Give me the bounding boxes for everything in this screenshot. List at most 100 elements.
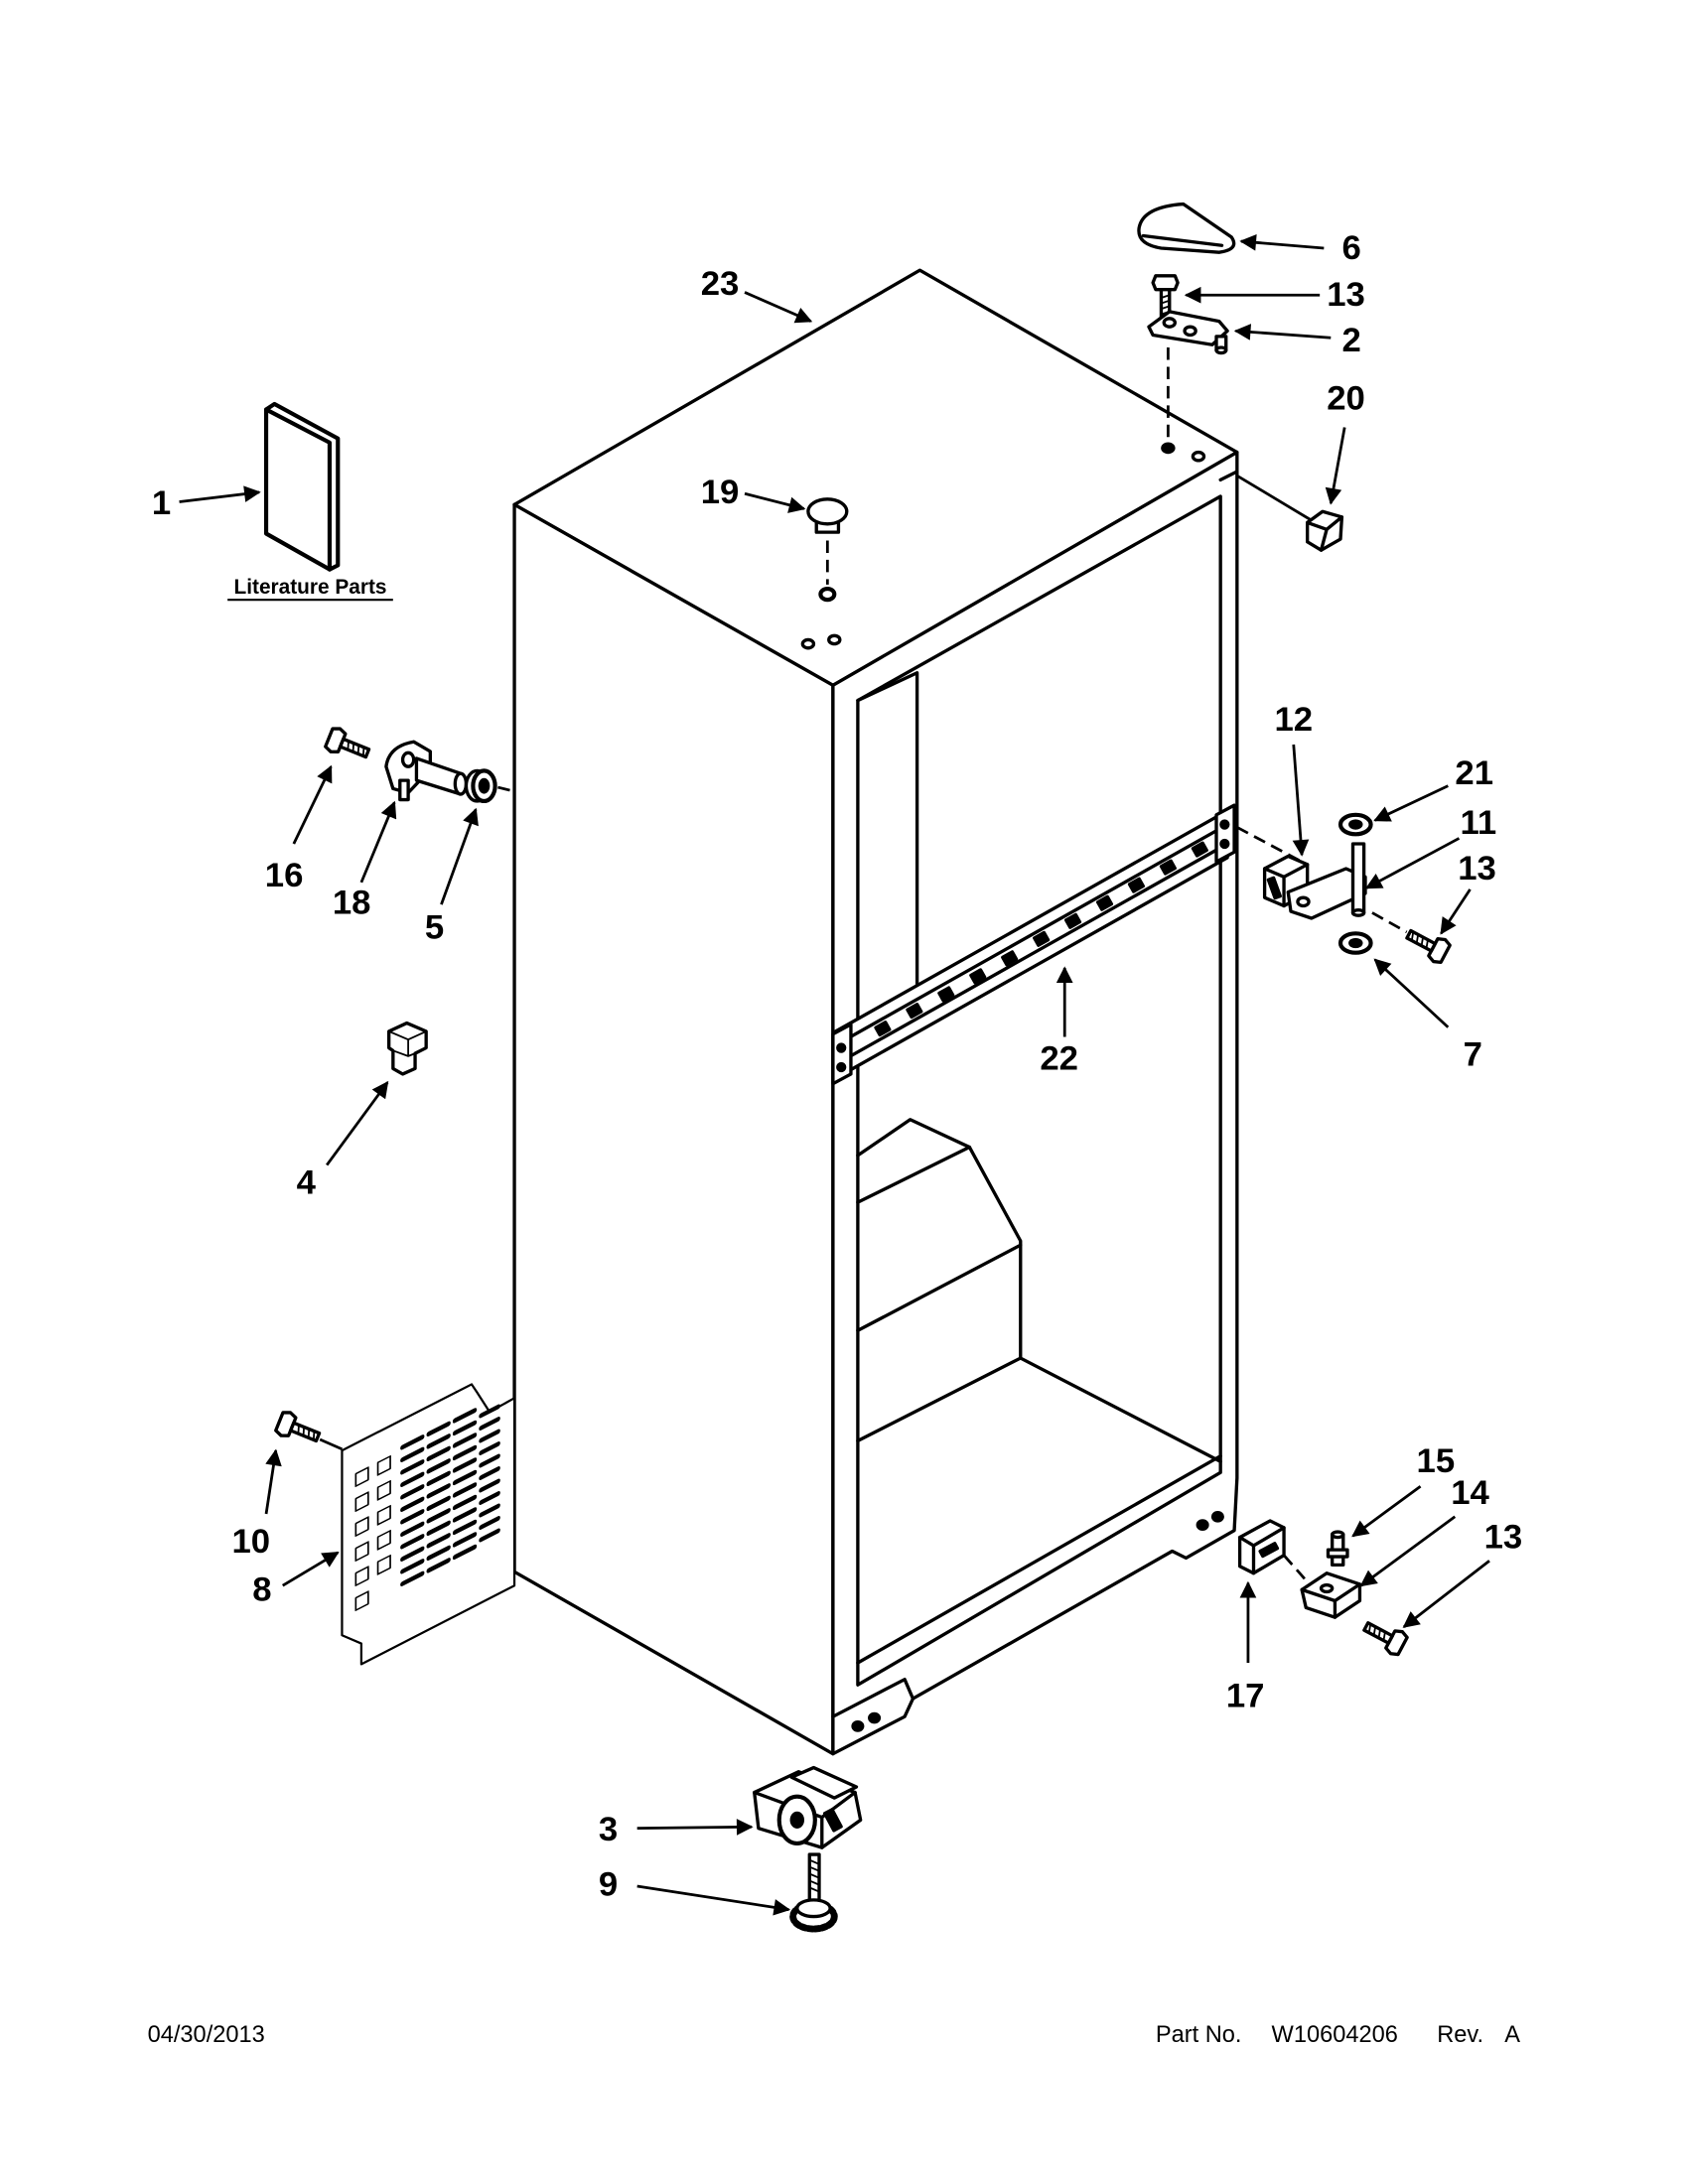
roller-slot xyxy=(822,1808,843,1833)
roller-axle xyxy=(789,1811,804,1829)
callout-2: 2 xyxy=(1341,322,1360,359)
leader-arrow-14 xyxy=(1359,1515,1457,1587)
crisper-top-edge xyxy=(856,1145,972,1204)
plug-hole xyxy=(818,586,837,603)
panel-square-vent xyxy=(376,1479,391,1501)
hinge-hole xyxy=(1191,450,1206,463)
footer-rev-label: Rev. xyxy=(1437,2022,1483,2048)
footer-part-number: W10604206 xyxy=(1272,2022,1398,2048)
callout-16: 16 xyxy=(265,857,304,894)
floor-back-edge xyxy=(856,1356,1222,1463)
bracket-cylinder xyxy=(414,756,463,796)
screw-thread xyxy=(1367,1623,1386,1642)
leader-arrow-5 xyxy=(440,807,479,905)
hinge-bracket-edge xyxy=(1300,1582,1362,1619)
top-hole xyxy=(827,633,842,646)
cover-body xyxy=(1137,202,1236,254)
washer-hole xyxy=(1348,819,1363,830)
leader-arrow-7 xyxy=(1373,958,1450,1028)
part-1-literature-book xyxy=(263,401,341,572)
callout-13-mid: 13 xyxy=(1458,850,1496,887)
left-hinge-axis-line xyxy=(497,785,515,793)
part-9-leveling-foot xyxy=(789,1852,838,1933)
callout-13-bottom: 13 xyxy=(1484,1519,1523,1557)
hinge-pin xyxy=(1350,842,1366,915)
spacer-slot xyxy=(1266,876,1282,900)
leader-arrow-13-mid xyxy=(1440,888,1472,935)
callout-9: 9 xyxy=(599,1866,618,1904)
footer-part-label: Part No. xyxy=(1156,2022,1242,2048)
rail-slot xyxy=(969,968,987,985)
panel-slot-vents xyxy=(400,1404,500,1586)
leader-arrow-19 xyxy=(744,491,806,513)
leader-arrow-20 xyxy=(1325,427,1346,505)
leader-arrow-4 xyxy=(326,1080,389,1166)
callout-8: 8 xyxy=(252,1570,271,1608)
callout-5: 5 xyxy=(425,909,444,947)
callout-23: 23 xyxy=(701,265,740,303)
panel-square-vent xyxy=(376,1529,391,1551)
screw-thread xyxy=(1410,930,1429,950)
shelf-edge xyxy=(856,1243,1023,1332)
callout-14: 14 xyxy=(1451,1474,1489,1512)
panel-square-vent xyxy=(376,1454,391,1476)
base-hole xyxy=(868,1711,882,1724)
callout-17: 17 xyxy=(1226,1677,1265,1714)
part-22-divider-rail xyxy=(831,803,1236,1086)
part-14-bottom-hinge xyxy=(1300,1571,1362,1619)
cabinet-opening xyxy=(856,494,1222,1687)
rail-end-left xyxy=(831,1023,853,1086)
washer-hole xyxy=(478,777,491,794)
footer-date: 04/30/2013 xyxy=(148,2022,265,2048)
callout-18: 18 xyxy=(333,885,371,922)
screw-head xyxy=(1151,274,1180,292)
leader-arrow-21 xyxy=(1373,784,1449,822)
cabinet-left-side xyxy=(512,502,835,1756)
washer-hole xyxy=(1348,937,1363,949)
leader-arrow-18 xyxy=(359,800,397,884)
bottom-rail-edge xyxy=(856,1453,1222,1665)
rail-slot xyxy=(1191,841,1208,858)
hinge-arm-hole xyxy=(1296,895,1311,908)
part-7-washer xyxy=(1337,931,1373,955)
center-screw-axis-line xyxy=(1371,911,1408,934)
foot-stem-thread xyxy=(808,1858,820,1893)
callout-6: 6 xyxy=(1341,229,1360,267)
part-3-roller xyxy=(753,1765,863,1849)
rail-slot xyxy=(1159,859,1177,876)
clip-detail xyxy=(387,1029,428,1057)
callout-15: 15 xyxy=(1417,1442,1456,1480)
part-20-hinge-shim xyxy=(1305,509,1344,552)
callout-20: 20 xyxy=(1327,379,1365,417)
screw-thread xyxy=(297,1424,316,1441)
leader-arrow-11 xyxy=(1364,837,1461,889)
hinge-plate-hole xyxy=(1183,325,1197,338)
bracket-hole xyxy=(400,751,416,768)
hinge-pin-end xyxy=(1350,908,1366,917)
leader-arrow-16 xyxy=(292,764,333,845)
panel-screw-axis-line xyxy=(319,1437,344,1450)
part-17-hinge-block xyxy=(1237,1519,1286,1575)
spacer-edge xyxy=(1262,863,1310,908)
rail-slot xyxy=(937,986,955,1003)
panel-outline xyxy=(341,1383,516,1666)
rail-slot xyxy=(1033,930,1051,947)
rail-lip-upper xyxy=(834,822,1229,1047)
leader-arrow-1 xyxy=(179,485,261,503)
panel-square-vent xyxy=(376,1504,391,1526)
panel-vents xyxy=(354,1404,500,1612)
part-21-washer xyxy=(1337,812,1373,837)
leader-arrow-9 xyxy=(636,1884,791,1916)
hinge-pin-end xyxy=(1214,345,1228,355)
bracket-pin xyxy=(398,778,410,802)
rail-end-hole xyxy=(1219,819,1230,830)
hinge-bracket xyxy=(1300,1571,1362,1619)
callout-21: 21 xyxy=(1455,754,1493,792)
part-16-screw xyxy=(324,727,371,759)
rail-slot xyxy=(1095,894,1114,911)
footer: 04/30/2013 Part No. W10604206 Rev. A xyxy=(148,2022,1521,2048)
freezer-back-corner xyxy=(856,671,919,1033)
base-hole xyxy=(1210,1510,1224,1523)
callout-3: 3 xyxy=(599,1811,618,1848)
